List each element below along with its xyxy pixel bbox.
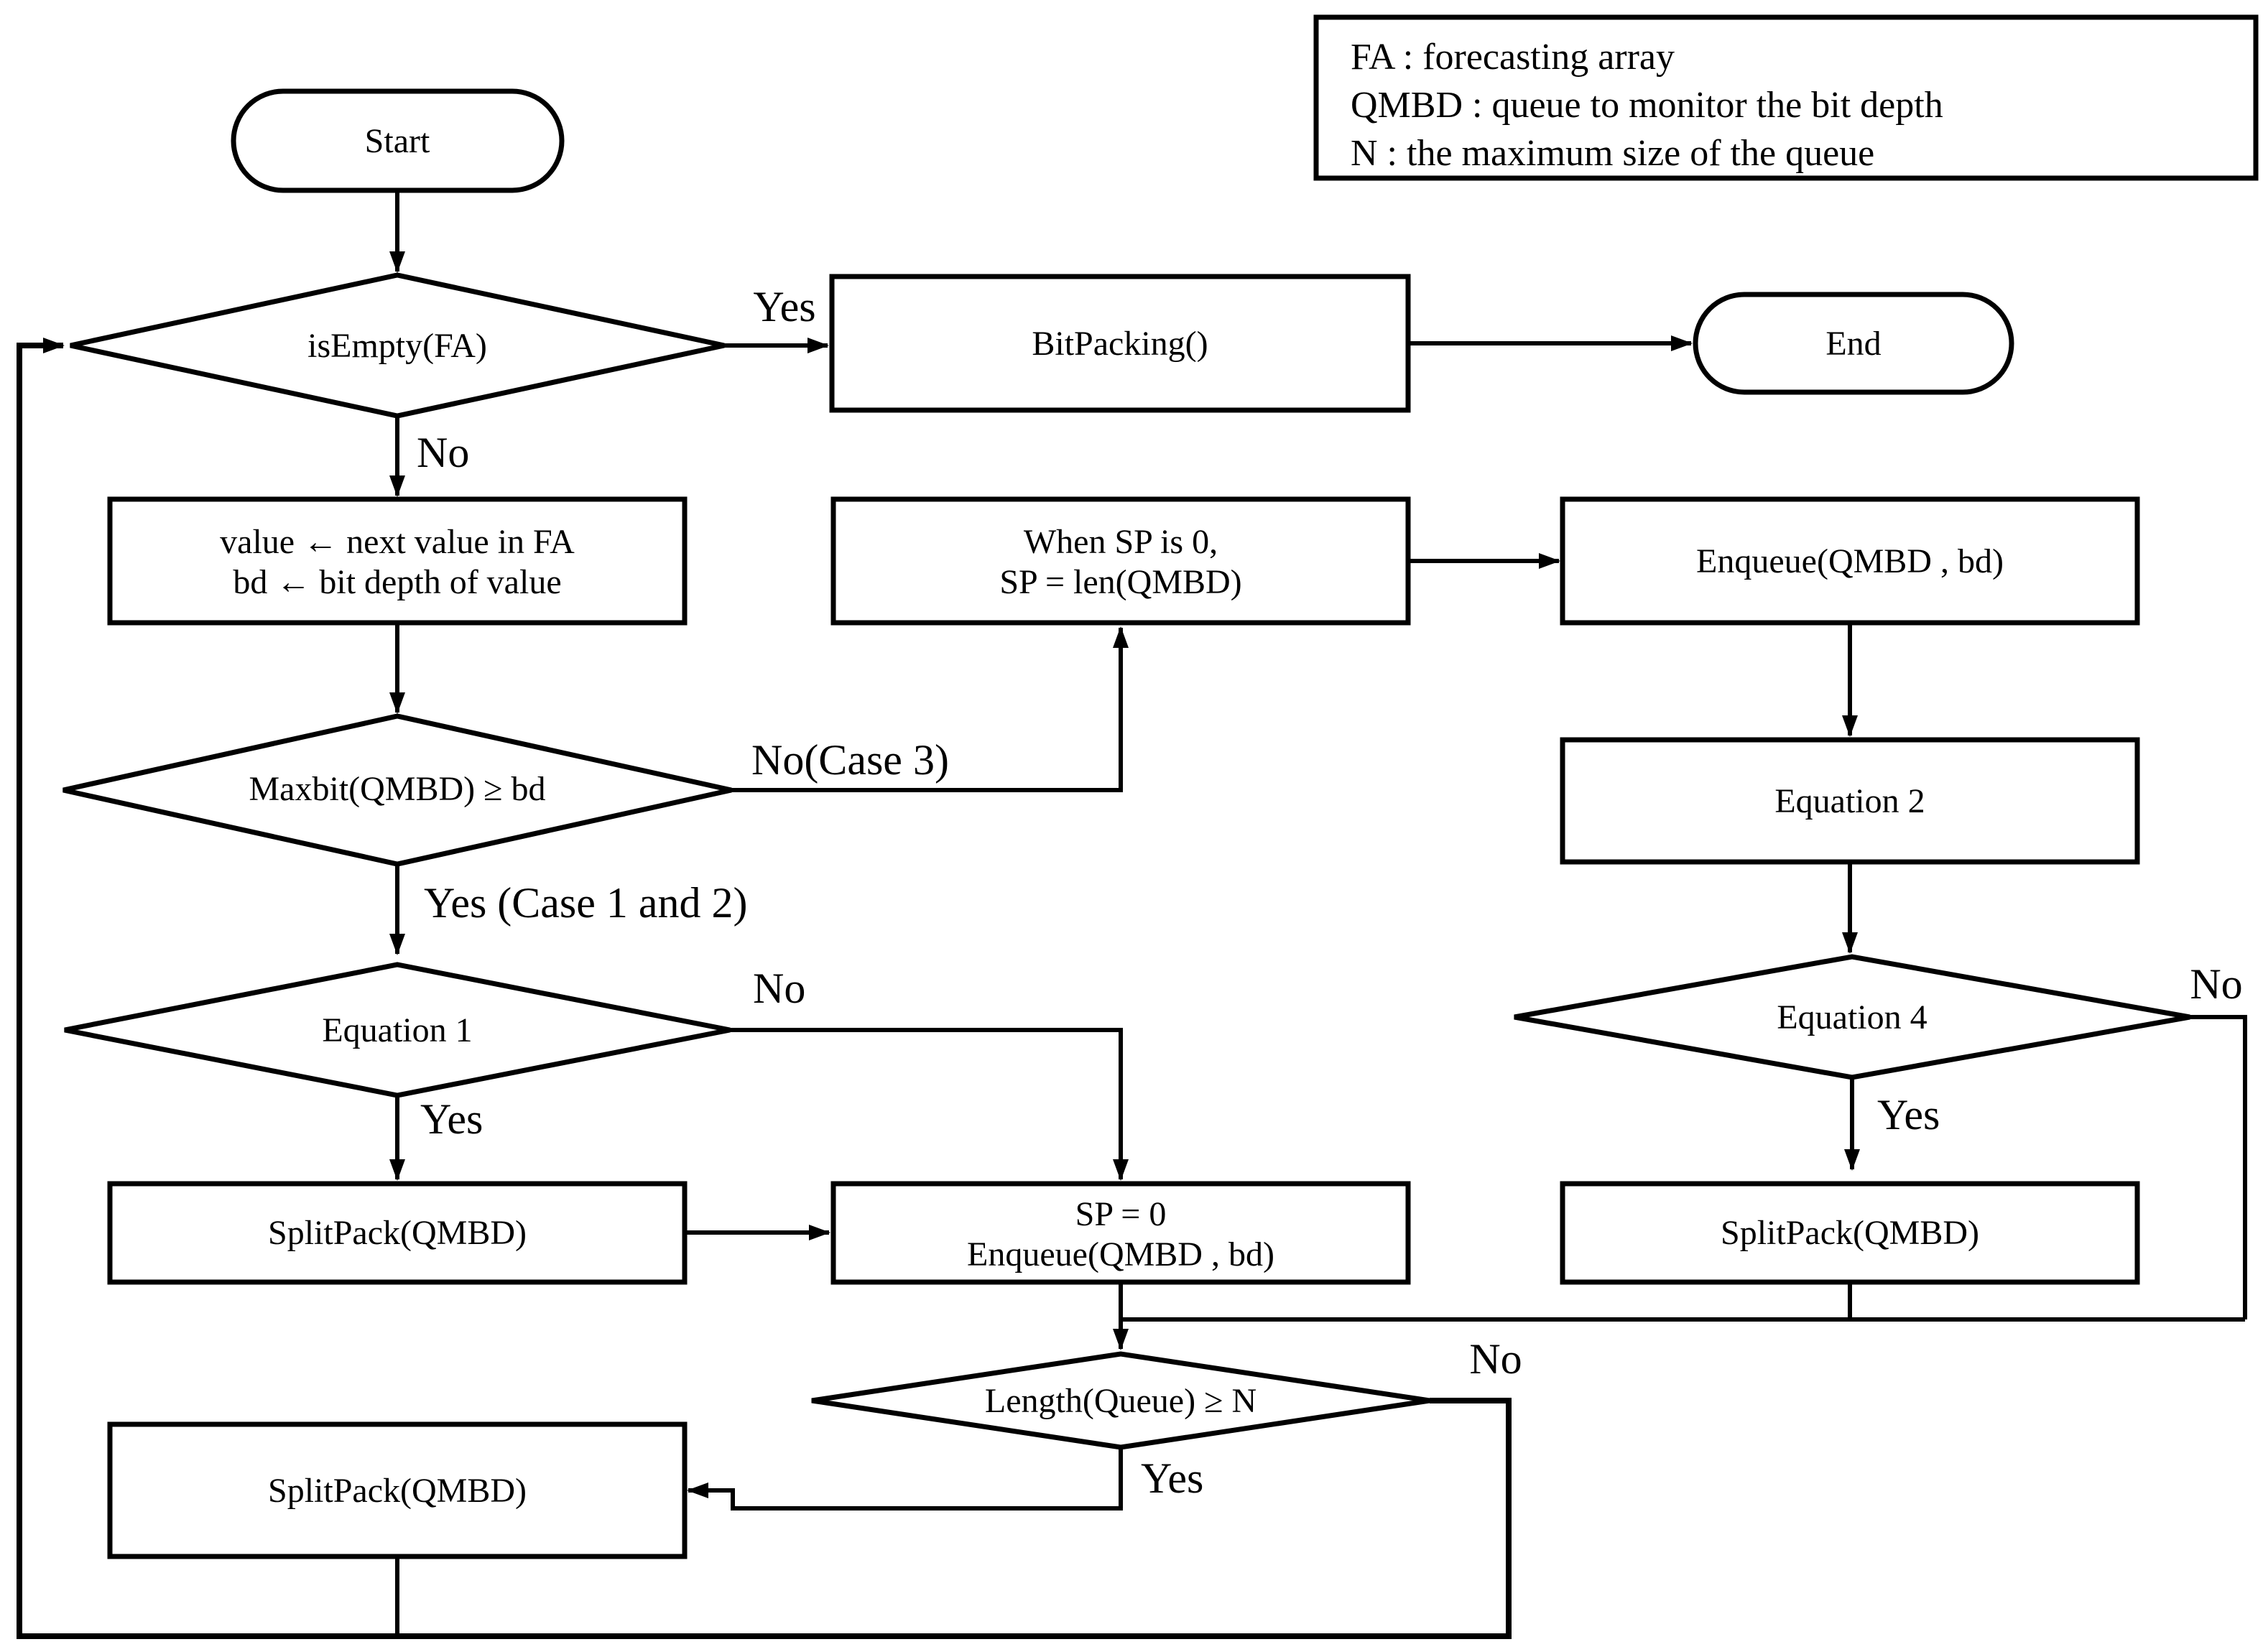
enqueue-process-box	[1560, 496, 2140, 626]
splitpack-bottom-process-box	[107, 1421, 688, 1559]
edge-maxbit-no-to-whensp	[731, 626, 1129, 792]
node-bitpacking: BitPacking()	[829, 274, 1411, 413]
whensp-label-line1: When SP is 0,	[1024, 523, 1218, 561]
node-equation1: Equation 1	[64, 962, 731, 1098]
isempty-decision-diamond	[70, 272, 725, 419]
maxbit-decision-diamond	[63, 713, 732, 867]
legend-box-group: FA : forecasting array QMBD : queue to m…	[1313, 14, 2259, 181]
enqueue-label: Enqueue(QMBD , bd)	[1696, 542, 2004, 580]
label-lengthcheck-yes: Yes	[1141, 1454, 1203, 1502]
label-equation1-no: No	[753, 965, 805, 1012]
label-maxbit-no: No(Case 3)	[751, 736, 949, 784]
bitpacking-process-box	[829, 274, 1411, 413]
node-maxbit: Maxbit(QMBD) ≥ bd	[63, 713, 732, 867]
readvalue-process-box	[107, 496, 688, 626]
whensp-process-box	[830, 496, 1411, 626]
edge-equation4-no-to-mergeline	[2190, 1015, 2247, 1319]
label-equation1-yes: Yes	[420, 1095, 483, 1143]
spzero-label-line2: Enqueue(QMBD , bd)	[967, 1235, 1274, 1273]
equation4-label: Equation 4	[1777, 998, 1927, 1036]
node-whensp: When SP is 0, SP = len(QMBD)	[830, 496, 1411, 626]
splitpack-right-process-box	[1560, 1181, 2140, 1285]
maxbit-label: Maxbit(QMBD) ≥ bd	[249, 770, 546, 808]
start-label: Start	[365, 122, 430, 160]
node-splitpack-bottom: SplitPack(QMBD)	[107, 1421, 688, 1559]
equation1-label: Equation 1	[322, 1011, 472, 1049]
node-lengthcheck: Length(Queue) ≥ N	[811, 1351, 1430, 1450]
end-terminator	[1693, 292, 2014, 395]
start-terminator	[231, 88, 565, 193]
spzero-process-box	[830, 1181, 1411, 1285]
legend-box	[1313, 14, 2259, 181]
legend-line-fa: FA : forecasting array	[1351, 37, 1675, 78]
node-equation2: Equation 2	[1560, 737, 2140, 865]
edge-equation1-no-to-spzero	[730, 1028, 1129, 1181]
whensp-label-line2: SP = len(QMBD)	[999, 563, 1241, 601]
lengthcheck-decision-diamond	[811, 1351, 1430, 1450]
edge-lengthcheck-yes-to-splitpackbottom	[687, 1447, 1123, 1511]
node-readvalue: value ← next value in FA bd ← bit depth …	[107, 496, 688, 626]
equation2-label: Equation 2	[1774, 782, 1925, 820]
readvalue-label-line1: value ← next value in FA	[220, 523, 575, 561]
node-enqueue: Enqueue(QMBD , bd)	[1560, 496, 2140, 626]
node-splitpack-right: SplitPack(QMBD)	[1560, 1181, 2140, 1285]
label-isempty-yes: Yes	[753, 283, 815, 330]
equation2-process-box	[1560, 737, 2140, 865]
label-isempty-no: No	[417, 429, 469, 476]
edges	[17, 190, 2247, 1639]
equation4-decision-diamond	[1514, 954, 2190, 1080]
legend-line-qmbd: QMBD : queue to monitor the bit depth	[1351, 85, 1943, 126]
node-equation4: Equation 4	[1514, 954, 2190, 1080]
node-start: Start	[231, 88, 565, 193]
splitpack-bottom-label: SplitPack(QMBD)	[268, 1472, 527, 1510]
splitpack-right-label: SplitPack(QMBD)	[1721, 1214, 1979, 1252]
equation1-decision-diamond	[64, 962, 731, 1098]
node-end: End	[1693, 292, 2014, 395]
end-label: End	[1825, 325, 1881, 363]
node-splitpack-left: SplitPack(QMBD)	[107, 1181, 688, 1285]
label-lengthcheck-no: No	[1469, 1335, 1522, 1383]
edge-labels: Yes No No(Case 3) Yes (Case 1 and 2) No …	[417, 283, 2243, 1502]
label-equation4-no: No	[2190, 960, 2242, 1008]
lengthcheck-label: Length(Queue) ≥ N	[985, 1382, 1257, 1420]
node-isempty: isEmpty(FA)	[70, 272, 725, 419]
readvalue-label-line2: bd ← bit depth of value	[233, 563, 561, 601]
label-equation4-yes: Yes	[1877, 1091, 1940, 1138]
label-maxbit-yes: Yes (Case 1 and 2)	[424, 879, 748, 927]
legend-line-n: N : the maximum size of the queue	[1351, 133, 1874, 174]
node-spzero: SP = 0 Enqueue(QMBD , bd)	[830, 1181, 1411, 1285]
bitpacking-label: BitPacking()	[1032, 325, 1208, 363]
edge-lengthcheck-no-feedback-loop	[17, 338, 1512, 1639]
spzero-label-line1: SP = 0	[1075, 1195, 1167, 1233]
isempty-label: isEmpty(FA)	[307, 327, 487, 365]
splitpack-left-label: SplitPack(QMBD)	[268, 1214, 527, 1252]
splitpack-left-process-box	[107, 1181, 688, 1285]
